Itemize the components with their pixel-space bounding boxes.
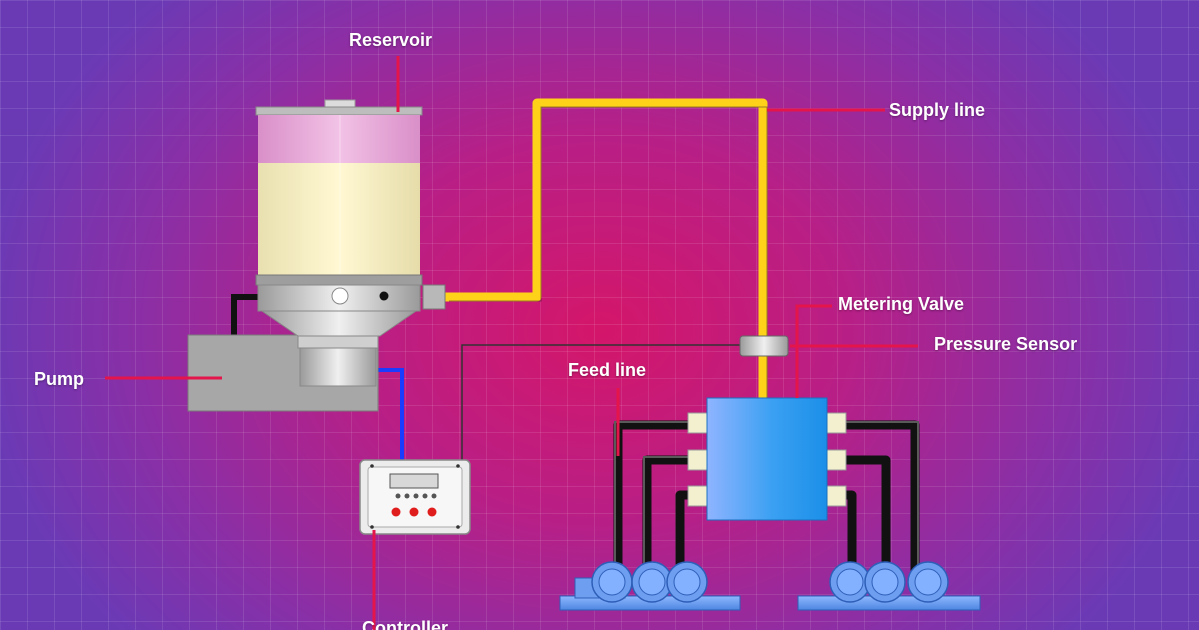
leader-lines [105, 56, 918, 630]
pressure-sensor-ring [739, 335, 789, 357]
supply-line-pipe [445, 98, 768, 398]
feed-line-highlights [614, 421, 919, 575]
metering-valve-block [687, 397, 847, 521]
label-metering-valve: Metering Valve [838, 294, 965, 314]
feed-line-left-2 [642, 455, 693, 575]
label-pressure-sensor: Pressure Sensor [934, 334, 1078, 354]
feed-line-right-1 [840, 420, 920, 575]
reservoir-tank [255, 99, 446, 387]
label-feed-line: Feed line [568, 360, 647, 380]
bearing-group-left [559, 561, 741, 611]
label-controller: Controller [362, 618, 449, 630]
feed-line-right-2 [840, 455, 891, 575]
controller-unit [359, 459, 471, 535]
label-pump: Pump [34, 369, 85, 389]
pump-hose [231, 294, 258, 335]
label-reservoir: Reservoir [349, 30, 433, 50]
leader-metering-valve [795, 304, 832, 398]
control-wire [377, 368, 404, 460]
label-supply-line: Supply line [889, 100, 986, 120]
bearing-group-right [797, 561, 981, 611]
sensor-signal-wire [461, 344, 740, 460]
